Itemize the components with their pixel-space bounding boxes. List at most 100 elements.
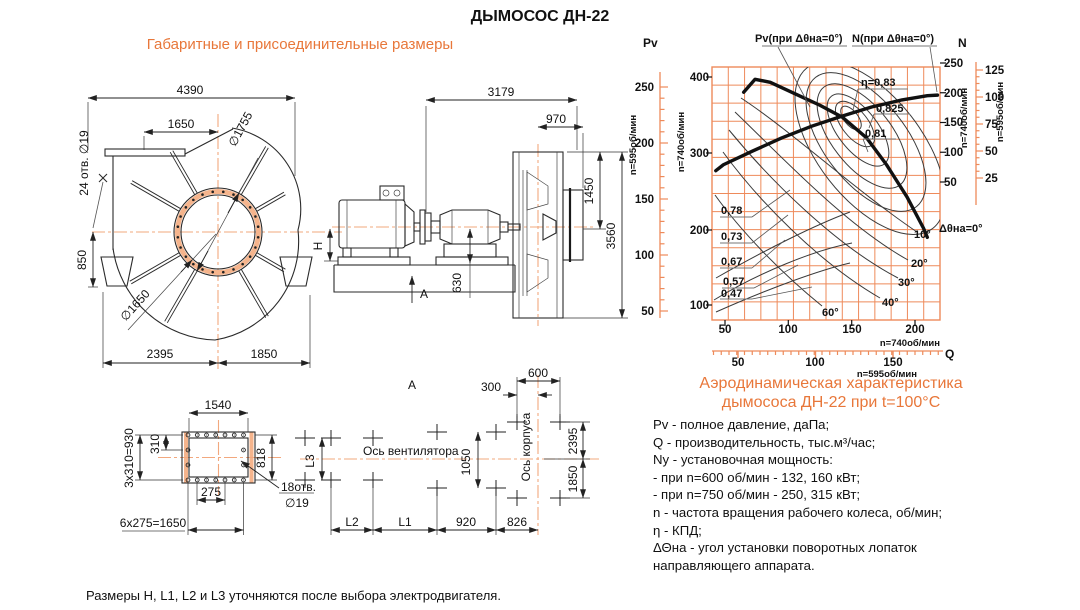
page-title: ДЫМОСОС ДН-22 [470,8,610,25]
flange-bolt [194,477,200,483]
chart-rulers [659,62,983,358]
impeller-cone-upper [526,171,549,211]
flange-bolt-center [215,434,217,436]
n740-tick: 200 [944,88,963,100]
angle-label-60: 60° [822,307,839,319]
vane-curve-40 [722,151,881,299]
flange-bolt-center [233,479,235,481]
n740-tick: 250 [944,58,963,70]
dim-bolt-span: 1650 [168,117,195,131]
flange-bolt [179,215,182,218]
dim-300: 300 [481,380,501,394]
eta-contour-067 [794,67,940,236]
flange-bolt-center [206,434,207,436]
discharge-flange-plate [104,148,186,157]
desc-line: Ny - установочная мощность: [653,452,833,468]
flange-bolt [211,190,215,194]
spoke [169,151,196,195]
impeller-cone-lower [526,253,549,293]
flange-bolt [241,477,246,483]
flange-bolt-center [187,449,189,451]
vane-curve-10 [740,97,918,233]
pv595-tick: 50 [641,306,654,318]
angle-label-30: 30° [898,277,915,289]
flange-bolt [241,447,246,453]
vane-curve-60 [714,194,823,307]
flange-bolt [185,462,191,468]
view-arrow-label: А [420,287,428,301]
eta-label-083: η=0,83 [861,77,896,89]
pv740-tick: 300 [690,148,709,160]
desc-line: - при n=750 об/мин - 250, 315 кВт; [653,487,861,503]
flange-bolt [204,477,209,483]
flange-bolt [201,193,204,196]
flange-bolt [185,447,191,453]
spoke [238,270,267,318]
dim-bolt-cols: 6x275=1650 [120,516,187,530]
flange-opening [188,437,249,478]
spoke [164,269,196,322]
aerodynamic-chart: Pv(при Δθна=0°) N(при Δθна=0°) η=0,83 0,… [628,33,1006,380]
spoke [131,254,181,285]
spoke [255,191,285,210]
flange-bolt [184,255,188,258]
flange-bolt [213,432,219,438]
pv-main-curve [741,77,930,240]
flange-bolt [192,262,195,266]
n595-tick: 50 [985,146,998,158]
fan-axis-label: Ось вентилятора [363,444,459,458]
n595-tick: 100 [985,92,1004,104]
outlet-flange-drawing: 1540 3x310=930 310 818 275 6x275=1650 18… [120,398,316,535]
q595-tick: 50 [732,357,745,369]
dia-inlet: ∅1650 [117,287,152,324]
power-curve-a [713,242,853,301]
flange-bolt-center [196,434,198,436]
eta-contour-083 [840,105,862,131]
dim-rows: 3x310=930 [122,428,136,488]
n740-tick: 100 [944,147,963,159]
flange-bolt-center [243,479,244,481]
casing-spokes [129,146,286,324]
chart-caption-line1: Аэродинамическая характеристика [699,375,963,392]
flange-bolt-center [243,449,244,451]
n740-tick: 150 [944,117,963,129]
flange-bolt [211,270,215,274]
vane-curve-20 [734,111,909,261]
n740-unit: n=740об/мин [959,88,970,148]
n-curve-label: N(при Δθна=0°) [852,33,934,45]
q-axis-title: Q [945,347,954,361]
desc-line: n - частота вращения рабочего колеса, об… [653,504,943,520]
dim-row-step: 310 [148,434,162,454]
angle-label-10: 10° [914,229,931,241]
flange-bolt [241,262,244,266]
q740-tick: 50 [719,324,732,336]
bearing-base [435,256,509,266]
pv595-tick: 100 [635,250,654,262]
n595-tick: 75 [985,119,998,131]
chart-caption: Аэродинамическая характеристика дымососа… [650,374,1012,412]
flange-bolt [248,206,252,209]
eta-label-0825: 0,825 [876,103,904,115]
terminal-box [379,185,405,201]
flange-bolt [254,215,257,218]
dim-920: 920 [456,515,476,529]
holes-note-line2: ∅19 [285,496,309,510]
dim-total-width: 4390 [177,83,204,97]
dim-width: 1540 [205,398,232,412]
desc-line: - при n=600 об/мин - 132, 160 кВт; [653,469,861,485]
dim-1850: 1850 [566,465,580,492]
spoke [172,150,198,194]
spoke [130,182,180,212]
flange-bolt-center [224,434,226,436]
angle-label-0: Δθна=0° [939,223,983,235]
housing-axis-label: Ось корпуса [519,412,533,481]
desc-line: η - КПД; [653,522,702,538]
dim-2395: 2395 [566,427,580,454]
flange-bolt [222,432,228,438]
flange-bolt [232,268,235,271]
dim-L1: L1 [398,515,412,529]
chart-caption-line2: дымососа ДН-22 при t=100°C [721,394,941,411]
pv595-unit: n=595об/мин [628,115,639,175]
foundation-view-label: А [408,378,416,392]
flange-bolt [176,235,180,239]
